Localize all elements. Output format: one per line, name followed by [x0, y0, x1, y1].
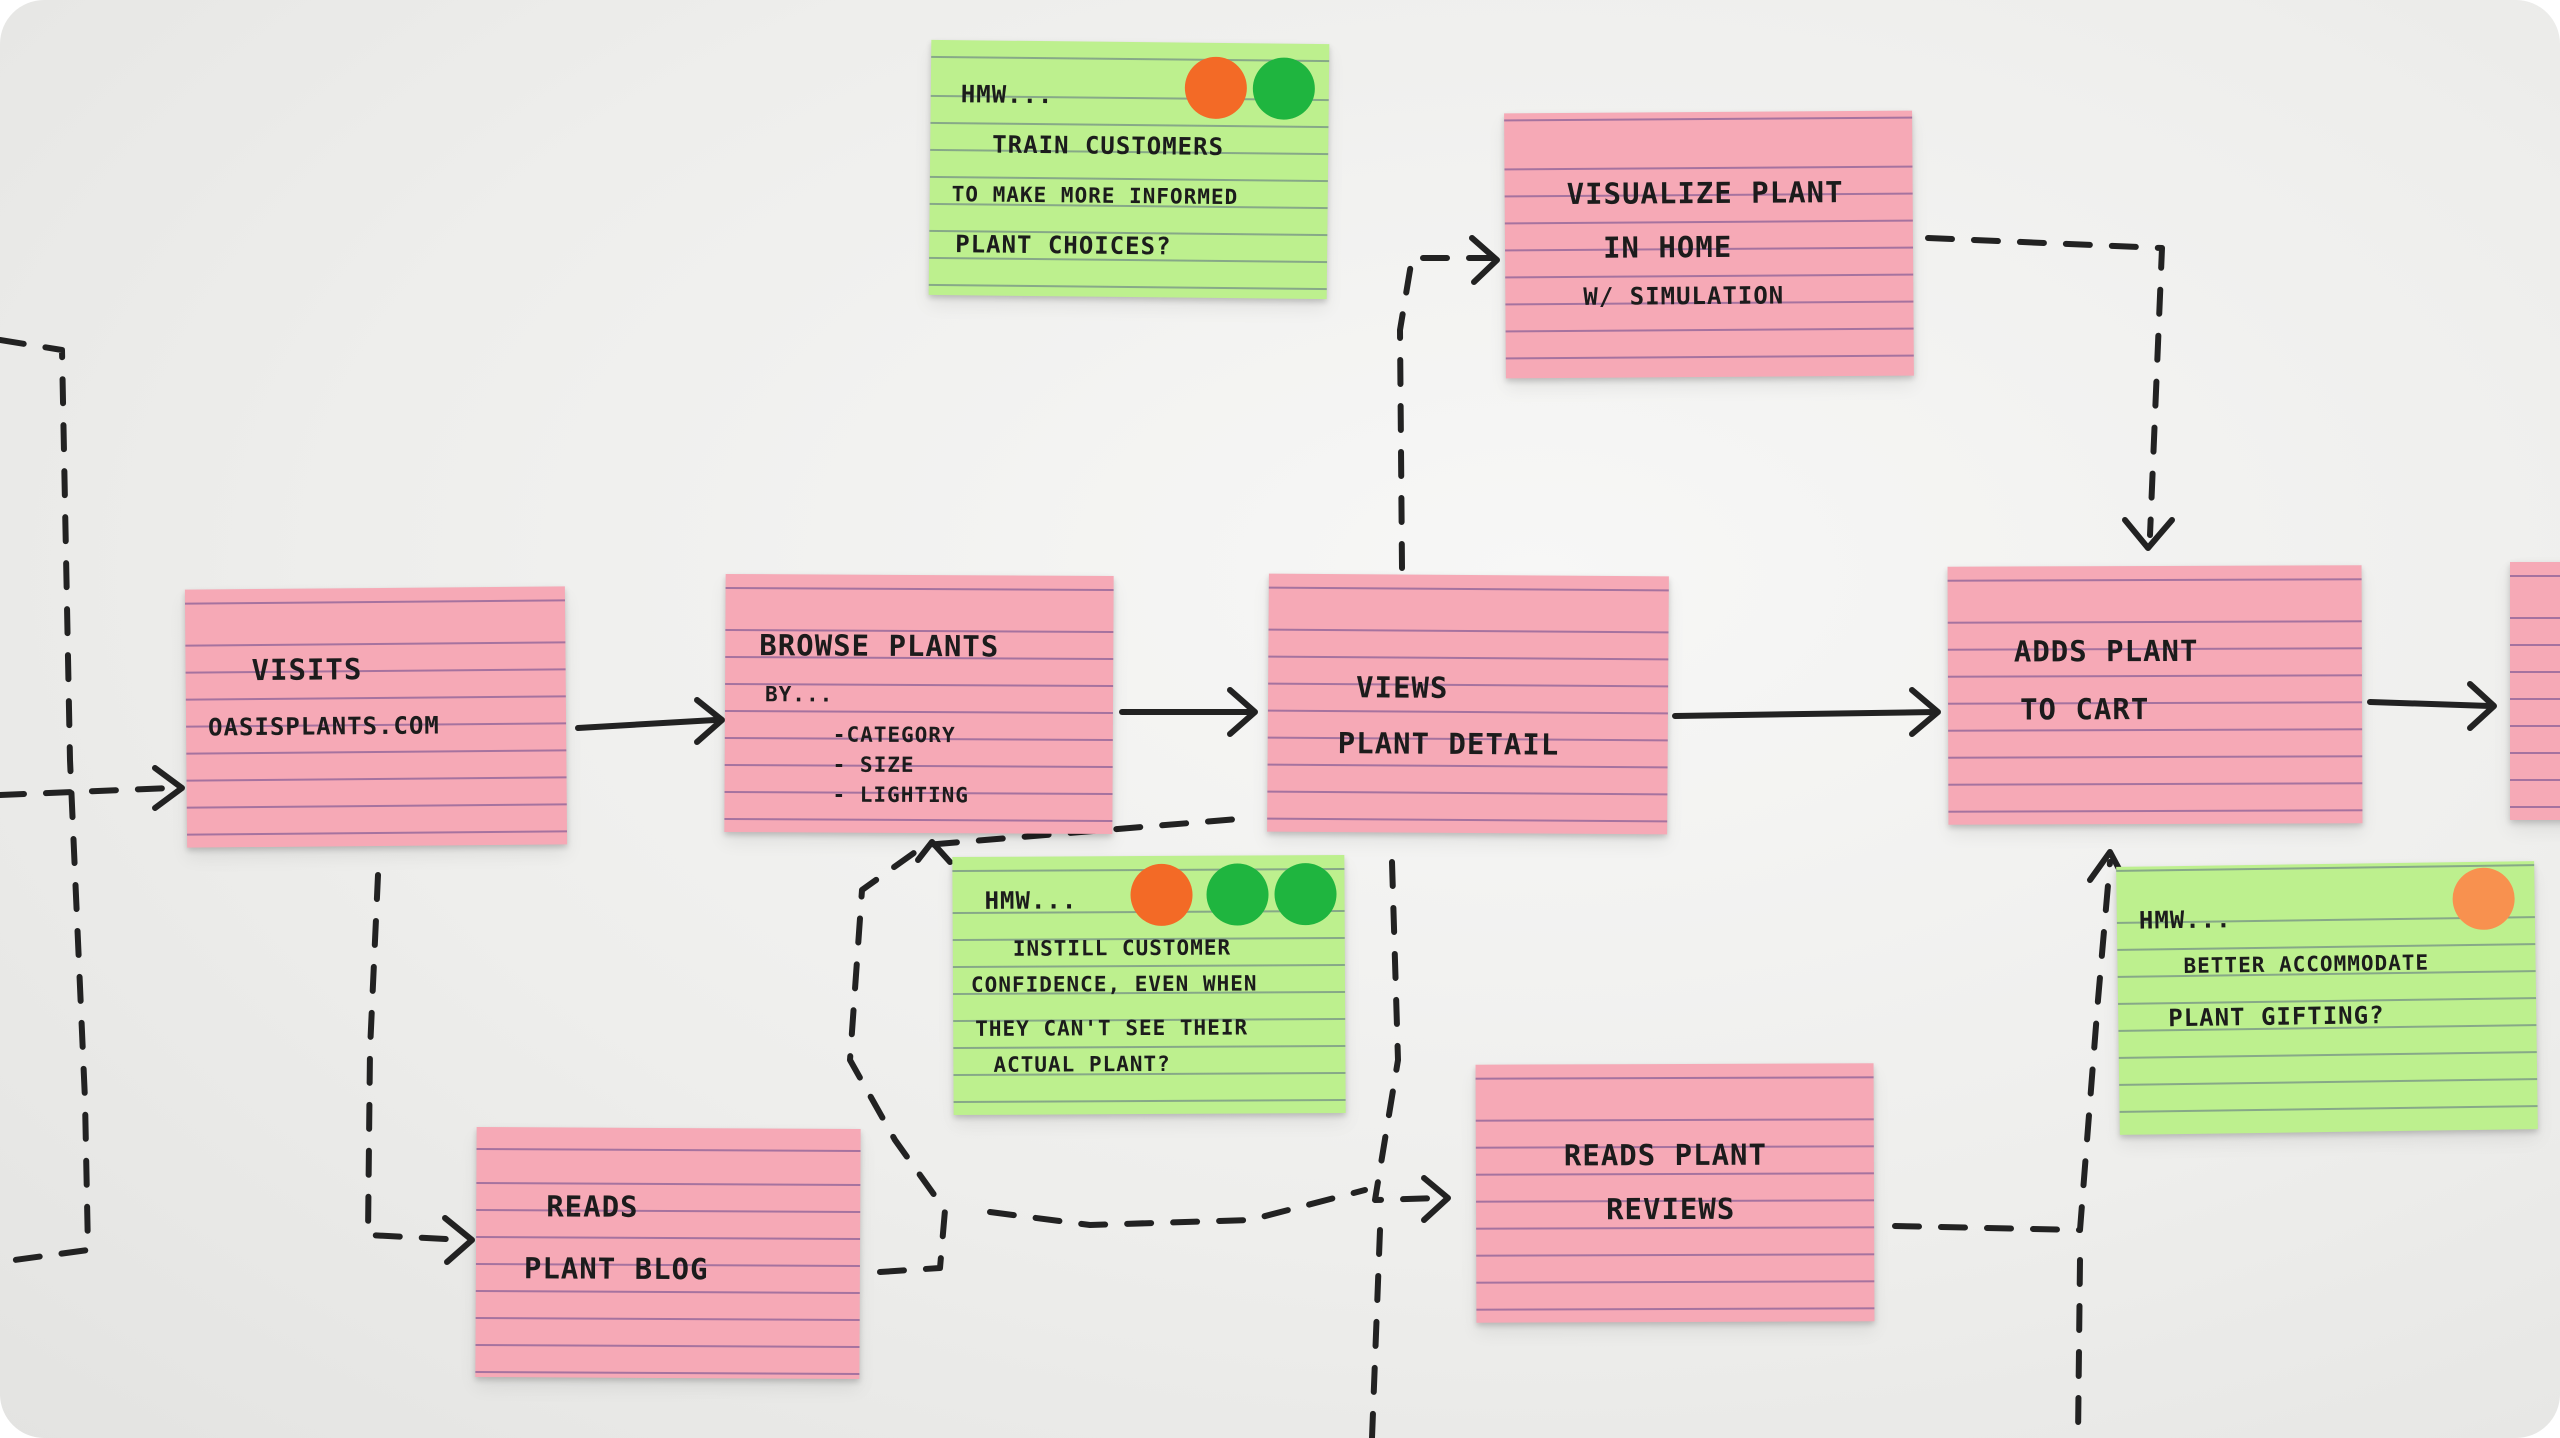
step-visits-site: Visits OasisPlants.com — [184, 586, 568, 848]
green-vote-dot — [1274, 863, 1337, 926]
connector-visits-browse — [575, 717, 718, 731]
connector-visualize-adds — [1925, 235, 2165, 538]
connector-views-adds — [1672, 709, 1938, 719]
arrowhead-visits — [152, 765, 185, 811]
arrowhead-adds — [1909, 687, 1941, 737]
step-visualize-plant: Visualize Plant In Home w/ Simulation — [1504, 110, 1914, 379]
hmw-note-plant-gifting: HMW... Better Accommodate Plant Gifting? — [2116, 861, 2538, 1135]
connector-visits-blog — [365, 872, 468, 1243]
connector-loop-bottom — [987, 1187, 1368, 1228]
step-reads-plant-blog: Reads Plant Blog — [475, 1126, 861, 1380]
step-line: In Home — [1602, 229, 1733, 265]
hmw-note-train-customers: HMW... Train Customers To Make More Info… — [928, 39, 1330, 300]
step-line: Browse Plants — [759, 628, 1000, 664]
orange-vote-dot — [1130, 863, 1193, 927]
hmw-prefix: HMW... — [984, 886, 1078, 915]
connector-reviews-adds — [1892, 859, 2113, 1233]
connector-views-reviews — [1372, 859, 1443, 1203]
hmw-line: Train Customers — [992, 130, 1225, 161]
step-line: Views — [1355, 670, 1449, 705]
step-line: OasisPlants.com — [207, 711, 440, 742]
arrowhead-next — [2467, 681, 2497, 731]
step-line: Reads — [546, 1189, 639, 1224]
arrowhead-adds-top — [2122, 517, 2175, 551]
hmw-prefix: HMW... — [960, 80, 1054, 110]
hmw-line: Plant Choices? — [955, 230, 1172, 261]
step-adds-to-cart: Adds Plant To Cart — [1947, 565, 2363, 825]
hmw-line: Instill Customer — [1012, 935, 1232, 961]
arrowhead-blog — [442, 1215, 475, 1265]
step-browse-plants: Browse Plants By... -Category - Size - L… — [724, 573, 1114, 835]
arrowhead-loop — [915, 839, 953, 865]
green-vote-dot — [1252, 57, 1316, 120]
filter-item: -Category — [832, 722, 956, 748]
step-line: To Cart — [2019, 692, 2150, 727]
arrowhead-reviews — [1421, 1175, 1451, 1223]
hmw-line: Better Accommodate — [2183, 950, 2430, 978]
connector-adds-down — [2075, 1257, 2083, 1438]
arrowhead-visualize — [1469, 235, 1500, 285]
connector-left-loop — [0, 337, 91, 1265]
green-vote-dot — [1206, 863, 1269, 926]
orange-vote-dot — [2452, 867, 2516, 931]
step-line: Adds Plant — [2013, 633, 2199, 669]
hmw-prefix: HMW... — [2138, 905, 2232, 935]
step-partial-offscreen — [2510, 562, 2560, 820]
step-views-plant-detail: Views Plant Detail — [1267, 573, 1669, 835]
step-line: By... — [764, 682, 834, 707]
hmw-line: Confidence, Even When — [970, 971, 1258, 997]
step-line: Plant Detail — [1337, 726, 1560, 762]
connector-blog-loop — [847, 815, 1253, 1275]
step-line: Plant Blog — [523, 1251, 709, 1287]
arrowhead-browse — [694, 697, 725, 745]
filter-item: - Size — [832, 752, 915, 777]
arrowhead-views — [1227, 687, 1258, 737]
filter-item: - Lighting — [832, 782, 970, 808]
hmw-note-instill-confidence: HMW... Instill Customer Confidence, Even… — [952, 854, 1346, 1116]
step-line: w/ Simulation — [1583, 281, 1785, 311]
hmw-line: Actual Plant? — [993, 1051, 1171, 1077]
connector-views-visualize — [1397, 255, 1495, 571]
step-line: Reads Plant — [1563, 1137, 1767, 1173]
step-line: Visualize Plant — [1566, 175, 1844, 211]
step-line: Reviews — [1605, 1191, 1736, 1227]
hmw-line: To Make More Informed — [951, 182, 1239, 210]
hmw-line: They Can't See Their — [975, 1015, 1249, 1041]
connector-adds-next — [2367, 699, 2493, 709]
step-reads-plant-reviews: Reads Plant Reviews — [1475, 1063, 1875, 1323]
hmw-line: Plant Gifting? — [2168, 1001, 2385, 1033]
connector-left-entry — [0, 785, 173, 798]
step-line: Visits — [251, 652, 363, 688]
orange-vote-dot — [1184, 56, 1248, 120]
connector-views-down — [1369, 1227, 1383, 1438]
